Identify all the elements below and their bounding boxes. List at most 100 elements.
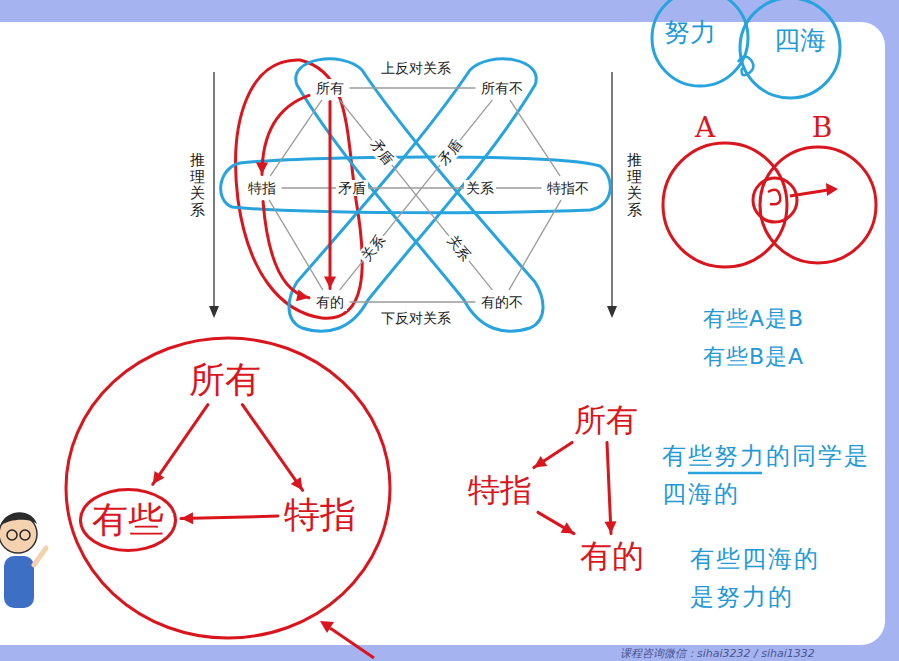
node-text: 特指 [248, 180, 276, 197]
connector-line [534, 442, 572, 467]
arrow-head [604, 521, 616, 533]
node-text: 有的 [580, 538, 644, 575]
venn-label: 四海 [774, 26, 826, 55]
term-box: 有的不 [478, 293, 526, 312]
connector [263, 201, 309, 301]
line-label: 矛盾 [336, 180, 368, 197]
axis-label: 推理关系 [190, 152, 205, 218]
node-text: 所有不 [481, 80, 523, 97]
node-text: 有的 [316, 294, 344, 311]
connector [181, 512, 278, 524]
arrow-head [607, 306, 617, 318]
connector-line [282, 187, 541, 188]
handwritten-term: 特指 [466, 472, 534, 509]
node-text: 特指 [468, 472, 532, 509]
term-box: 有的 [313, 293, 347, 312]
white-panel [0, 22, 885, 645]
connector [269, 200, 322, 289]
connector [256, 95, 309, 174]
cartoon-figure [0, 512, 46, 608]
arrow-head [209, 306, 219, 318]
arrow-head [296, 290, 309, 302]
arrow-head [561, 522, 574, 533]
relation-label: 上反对关系 [379, 60, 453, 77]
connector-line [329, 101, 332, 288]
arrow-head [291, 477, 303, 490]
node-text: 特指不 [547, 180, 589, 197]
connector-line [262, 95, 309, 174]
connector-line [263, 201, 309, 297]
connector [242, 405, 302, 491]
line-label: 矛盾 [433, 134, 466, 169]
connector-line [350, 301, 475, 302]
line-label: 关系 [442, 230, 475, 265]
line-label: 矛盾 [365, 134, 398, 169]
figure-hair [0, 512, 37, 526]
term-box: 特指不 [544, 179, 592, 198]
handwritten-term: 特指 [282, 494, 358, 535]
red-arrow [790, 190, 828, 196]
handwritten-term: 所有 [187, 359, 263, 400]
term-box: 所有 [313, 79, 347, 98]
underline [688, 472, 762, 475]
inference-arrow [611, 72, 612, 310]
figure-arm [34, 548, 46, 565]
circled-term: 有些 [79, 488, 177, 551]
venn-circle [652, 0, 748, 86]
inference-arrow [213, 72, 214, 310]
arrow-head [181, 512, 193, 524]
note-text: 有些A是B [703, 305, 804, 334]
connector [510, 100, 560, 175]
venn-label: B [812, 113, 833, 144]
node-text: 有的不 [481, 294, 523, 311]
connector [534, 442, 572, 467]
figure-glasses [20, 530, 30, 540]
node-text: 有些 [92, 499, 164, 540]
connector [153, 405, 208, 485]
handwritten-term: 有的 [578, 538, 646, 575]
arrow-head [153, 471, 165, 484]
connector [324, 101, 336, 288]
connector-line [181, 516, 278, 519]
node-text: 所有 [316, 80, 344, 97]
venn-circle [760, 147, 876, 263]
connector-line [350, 87, 475, 88]
venn-circle [740, 0, 840, 98]
connector-line [242, 405, 302, 491]
venn-label: 努力 [664, 18, 716, 47]
connector [604, 442, 616, 533]
arrow-head [534, 456, 547, 468]
arrow-head [324, 277, 336, 289]
red-circle [66, 338, 390, 638]
handwritten-term: 所有 [572, 402, 640, 439]
note-text: 有些努力的同学是四海的 [662, 437, 877, 513]
blue-loop [289, 59, 536, 331]
relation-label: 下反对关系 [379, 310, 453, 327]
figure-body [4, 556, 34, 608]
red-arrow [330, 628, 374, 658]
connector-line [510, 100, 560, 175]
scribble [768, 190, 780, 205]
connector-line [607, 442, 611, 533]
connector-line [538, 512, 574, 533]
venn-circle [753, 178, 797, 222]
axis-label: 推理关系 [627, 152, 642, 218]
connector [350, 87, 475, 88]
connector [270, 100, 321, 175]
connector-line [269, 200, 322, 289]
line-label: 关系 [356, 230, 389, 265]
connector [282, 187, 541, 188]
node-text: 特指 [284, 494, 356, 535]
connector [509, 200, 561, 289]
note-text: 有些B是A [703, 343, 804, 372]
figure-glasses [7, 530, 17, 540]
blue-loop [221, 157, 611, 213]
term-box: 特指 [245, 179, 279, 198]
line-label: 关系 [464, 180, 496, 197]
arrow-head [320, 621, 334, 633]
connector [350, 301, 475, 302]
venn-label: A [695, 113, 715, 144]
note-text: 有些四海的是努力的 [690, 540, 830, 616]
connector-line [153, 405, 208, 485]
